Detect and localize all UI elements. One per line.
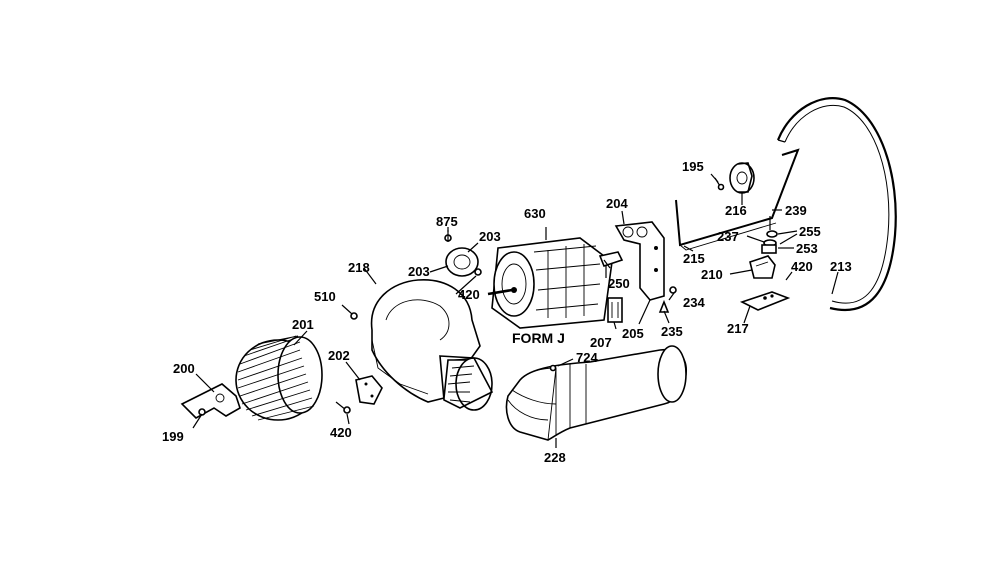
label-253: 253	[796, 241, 818, 256]
form-code-label: FORM J	[512, 330, 565, 346]
label-203b: 203	[408, 264, 430, 279]
exhaust-duct-228	[505, 345, 687, 441]
label-875: 875	[436, 214, 458, 229]
label-218: 218	[348, 260, 370, 275]
label-213: 213	[830, 259, 852, 274]
label-510: 510	[314, 289, 336, 304]
label-200: 200	[173, 361, 195, 376]
label-195: 195	[682, 159, 704, 174]
label-420a: 420	[458, 287, 480, 302]
idler-arm-215	[675, 148, 800, 251]
seal-plate-202	[335, 375, 383, 414]
label-234: 234	[683, 295, 705, 310]
label-202: 202	[328, 348, 350, 363]
motor-630	[487, 237, 624, 329]
label-217: 217	[727, 321, 749, 336]
part-labels: 195 199 200 201 202 203 203 204 205 207 …	[162, 159, 852, 465]
label-630: 630	[524, 206, 546, 221]
label-205: 205	[622, 326, 644, 341]
label-216: 216	[725, 203, 747, 218]
bracket-200	[180, 383, 241, 419]
label-203a: 203	[479, 229, 501, 244]
idler-bracket-hardware	[761, 216, 778, 254]
bracket-217	[739, 291, 791, 311]
screw-724	[549, 364, 557, 372]
idler-pulley-216	[729, 162, 755, 194]
label-201: 201	[292, 317, 314, 332]
label-237: 237	[717, 229, 739, 244]
label-255: 255	[799, 224, 821, 239]
screw-510	[341, 304, 358, 320]
leader-lines	[192, 173, 839, 448]
label-235: 235	[661, 324, 683, 339]
label-207: 207	[590, 335, 612, 350]
motor-clamp-203	[444, 230, 482, 277]
label-199: 199	[162, 429, 184, 444]
label-420b: 420	[330, 425, 352, 440]
switch-210	[749, 255, 776, 279]
label-204: 204	[606, 196, 628, 211]
label-724: 724	[576, 350, 598, 365]
label-239: 239	[785, 203, 807, 218]
blower-housing-218	[370, 279, 494, 411]
switch-207	[607, 297, 623, 323]
label-420c: 420	[791, 259, 813, 274]
blower-wheel-201	[235, 335, 323, 421]
label-210: 210	[701, 267, 723, 282]
drum-belt-213	[776, 97, 897, 311]
label-228: 228	[544, 450, 566, 465]
label-215: 215	[683, 251, 705, 266]
label-250: 250	[608, 276, 630, 291]
